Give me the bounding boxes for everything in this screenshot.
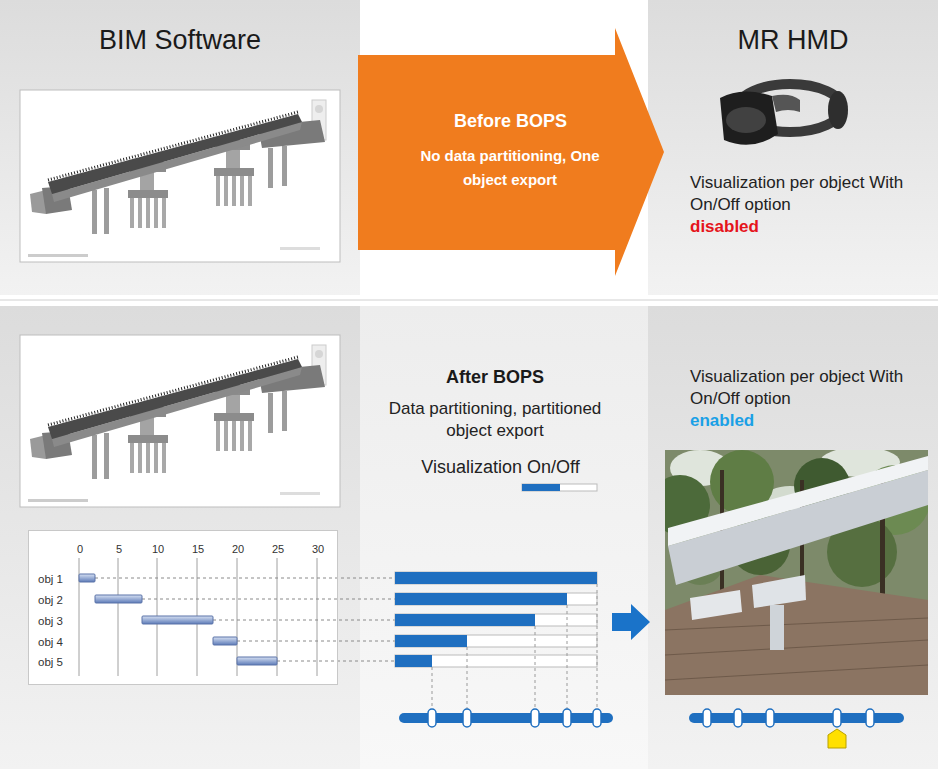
- leader-lines: [95, 578, 395, 661]
- girder-top: [668, 456, 928, 546]
- axis-tick: 10: [142, 542, 174, 556]
- sample-fill: [522, 484, 560, 491]
- headset-icon: [720, 84, 848, 145]
- position-marker: [828, 729, 846, 748]
- gantt-bar: [142, 616, 213, 624]
- bar-fill: [395, 614, 535, 626]
- bar-fill: [395, 593, 567, 605]
- axis-tick: 25: [262, 542, 294, 556]
- leader-line: [277, 661, 395, 662]
- panel-heading: BIM Software: [0, 24, 360, 56]
- gantt-bar: [79, 574, 95, 582]
- slider-handle: [428, 709, 436, 727]
- slider-handle: [833, 709, 841, 727]
- band-ground: [0, 306, 938, 769]
- slider-handle: [766, 709, 774, 727]
- drop-line: [535, 626, 536, 710]
- drop-lines: [432, 584, 597, 710]
- description-text: Data partitioning, partitioned object ex…: [380, 398, 610, 442]
- status-word: disabled: [690, 216, 905, 238]
- bar-fill: [395, 635, 467, 647]
- section-heading: After BOPS: [395, 366, 595, 388]
- grid-lines: [79, 558, 317, 676]
- deck-plank: [665, 640, 928, 655]
- divider-line: [0, 300, 938, 301]
- mr-slider: [694, 709, 899, 748]
- panel-ground: [0, 0, 360, 295]
- gantt-bar: [95, 595, 142, 603]
- arrow-outline: [358, 28, 664, 276]
- panel-ground: [0, 306, 360, 769]
- deck-plank: [665, 618, 928, 630]
- bar-fill: [395, 655, 432, 667]
- timeline-slider: [404, 709, 608, 727]
- photo-ground: [665, 450, 928, 695]
- axis-tick: 30: [302, 542, 334, 556]
- device-panel: MR HMD Visualization per object With On/O…: [648, 0, 938, 295]
- leader-line: [95, 578, 395, 579]
- deck-plank: [665, 665, 928, 680]
- slider-handle: [866, 709, 874, 727]
- panel-caption: Visualization per object With On/Off opt…: [690, 172, 905, 216]
- slider-handle: [463, 709, 471, 727]
- gantt-bar: [237, 657, 277, 665]
- slider-handle: [563, 709, 571, 727]
- leader-line: [142, 599, 395, 600]
- panel-ground: [648, 306, 938, 769]
- block-arrow: [612, 604, 650, 640]
- software-panel: BIM Software: [0, 0, 360, 295]
- bim-screenshot: [20, 90, 340, 262]
- panel-ground: [648, 0, 938, 295]
- bar-track: [395, 593, 597, 605]
- drop-line: [597, 584, 598, 710]
- gantt-bar: [213, 637, 237, 645]
- row-label: obj 1: [38, 572, 78, 586]
- panel-caption: Visualization per object With On/Off opt…: [690, 366, 905, 410]
- axis-tick: 0: [64, 542, 96, 556]
- grid-line: [118, 558, 119, 676]
- grid-line: [317, 558, 318, 676]
- gantt-bars: [79, 574, 277, 665]
- arrow-caption: No data partitioning, One object export: [415, 144, 605, 192]
- result-panel: Visualization per object With On/Off opt…: [648, 306, 938, 769]
- leader-line: [213, 620, 395, 621]
- pier-cap-model: [752, 575, 806, 608]
- bar-track: [395, 572, 597, 584]
- axis-tick: 20: [222, 542, 254, 556]
- slider-handle: [703, 709, 711, 727]
- axis-tick: 5: [103, 542, 135, 556]
- rear-pad: [828, 91, 848, 129]
- leader-line: [237, 641, 395, 642]
- slider-handle: [593, 709, 601, 727]
- panel-heading: MR HMD: [648, 24, 938, 56]
- wooden-deck: [665, 575, 928, 695]
- slider-handle: [734, 709, 742, 727]
- chart-ground: [28, 530, 338, 685]
- row-label: obj 4: [38, 635, 78, 649]
- axis-tick: 15: [182, 542, 214, 556]
- row-label: obj 2: [38, 593, 78, 607]
- visor: [720, 91, 778, 144]
- drop-line: [432, 667, 433, 710]
- pier-column-model: [770, 605, 784, 650]
- mr-photo: [665, 450, 928, 695]
- bar-caption: Visualization On/Off: [393, 456, 608, 478]
- brow-piece: [772, 95, 800, 112]
- row-label: obj 5: [38, 655, 78, 669]
- pier-cap-model: [690, 590, 742, 620]
- arrow-heading: Before BOPS: [398, 110, 623, 132]
- bim-screenshot: [20, 335, 340, 507]
- sample-track: [522, 484, 597, 491]
- lens-glare: [726, 107, 766, 133]
- process-arrow: Before BOPS No data partitioning, One obj…: [358, 28, 666, 276]
- gantt-chart: 05 10 15 20 25 30 obj 1 obj 2 obj 3 obj 4 obj 5: [28, 530, 338, 685]
- drop-line: [567, 605, 568, 710]
- status-word: enabled: [690, 410, 905, 432]
- row-label: obj 3: [38, 614, 78, 628]
- bar-fill: [395, 572, 597, 584]
- slider-handle: [531, 709, 539, 727]
- drop-line: [467, 647, 468, 710]
